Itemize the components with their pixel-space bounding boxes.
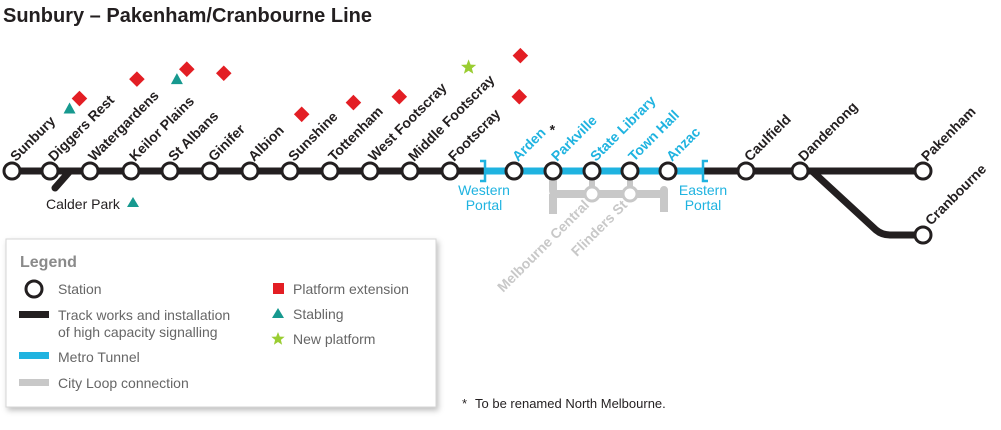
- legend-loop-symbol: [19, 379, 49, 386]
- station-sunshine[interactable]: [280, 161, 300, 181]
- stabling-icon: [127, 197, 139, 207]
- station-middle-footscray[interactable]: [400, 161, 420, 181]
- station-parkville[interactable]: [543, 161, 563, 181]
- eastern-portal-bracket: [701, 159, 708, 183]
- stabling-icon: [272, 308, 284, 318]
- legend-station-symbol: [24, 279, 44, 299]
- platform-extension-icon: [511, 88, 528, 105]
- legend-tunnel-symbol: [19, 352, 49, 359]
- eastern-portal-label-line1: Eastern: [679, 182, 727, 198]
- legend-track-label-2: of high capacity signalling: [58, 324, 218, 340]
- station-diggers-rest[interactable]: [40, 161, 60, 181]
- western-portal-label-line1: Western: [458, 182, 510, 198]
- platform-extension-icon: [71, 90, 88, 107]
- stabling-icon: [63, 102, 76, 114]
- arden-asterisk: *: [550, 121, 556, 137]
- platform-extension-icon: [512, 47, 529, 64]
- western-portal-label-line2: Portal: [466, 197, 503, 213]
- station-albion[interactable]: [240, 161, 260, 181]
- legend-stabling-label: Stabling: [293, 306, 344, 322]
- station-footscray[interactable]: [440, 161, 460, 181]
- station-caulfield[interactable]: [736, 161, 756, 181]
- new-platform-icon: [461, 59, 477, 74]
- legend-track-label-1: Track works and installation: [58, 307, 230, 323]
- legend-box: [5, 238, 437, 408]
- footnote-mark: *: [462, 396, 467, 411]
- station-sunbury[interactable]: [2, 161, 22, 181]
- station-pakenham[interactable]: [913, 161, 933, 181]
- station-state-library[interactable]: [582, 161, 602, 181]
- station-cranbourne[interactable]: [913, 225, 933, 245]
- station-label-pakenham: Pakenham: [918, 103, 979, 164]
- platform-extension-icon: [273, 283, 284, 294]
- station-dandenong[interactable]: [790, 161, 810, 181]
- station-st-albans[interactable]: [160, 161, 180, 181]
- legend-loop-label: City Loop connection: [58, 375, 189, 391]
- station-town-hall[interactable]: [620, 161, 640, 181]
- platform-extension-icon: [129, 71, 145, 87]
- station-label-state-library: State Library: [587, 92, 659, 164]
- station-watergardens[interactable]: [80, 161, 100, 181]
- station-west-footscray[interactable]: [360, 161, 380, 181]
- station-label-caulfield: Caulfield: [741, 111, 794, 164]
- station-label-dandenong: Dandenong: [795, 98, 861, 164]
- station-anzac[interactable]: [658, 161, 678, 181]
- station-tottenham[interactable]: [320, 161, 340, 181]
- station-melbourne-central[interactable]: [583, 185, 601, 203]
- platform-extension-icon: [293, 106, 310, 123]
- legend-tunnel-label: Metro Tunnel: [58, 349, 140, 365]
- legend-new-platform-label: New platform: [293, 331, 375, 347]
- legend-platform-extension-label: Platform extension: [293, 281, 409, 297]
- legend-title: Legend: [20, 254, 77, 271]
- city-loop-connection: Melbourne Central Flinders St: [494, 177, 668, 295]
- eastern-portal-label-line2: Portal: [685, 197, 722, 213]
- legend: Legend Station Track works and installat…: [5, 238, 437, 408]
- station-keilor-plains[interactable]: [121, 161, 141, 181]
- legend-station-label: Station: [58, 281, 102, 297]
- station-arden[interactable]: [504, 161, 524, 181]
- stabling-icon: [170, 73, 183, 85]
- station-label-arden: Arden: [509, 124, 549, 164]
- map-title: Sunbury – Pakenham/Cranbourne Line: [3, 5, 372, 27]
- station-label-watergardens: Watergardens: [85, 87, 162, 164]
- calder-park-spur: [51, 167, 74, 192]
- platform-extension-icon: [179, 61, 195, 77]
- station-label-albion: Albion: [245, 122, 287, 164]
- western-portal-bracket: [480, 159, 487, 183]
- footnote-text: To be renamed North Melbourne.: [475, 396, 666, 411]
- platform-extension-icon: [215, 65, 232, 82]
- station-flinders-st[interactable]: [621, 185, 639, 203]
- legend-track-symbol: [19, 311, 49, 318]
- station-label-calder-park: Calder Park: [46, 196, 121, 212]
- platform-extension-icon: [345, 94, 362, 111]
- station-ginifer[interactable]: [200, 161, 220, 181]
- cranbourne-branch: [809, 168, 923, 239]
- platform-extension-icon: [391, 88, 408, 105]
- new-platform-icon: [271, 332, 285, 345]
